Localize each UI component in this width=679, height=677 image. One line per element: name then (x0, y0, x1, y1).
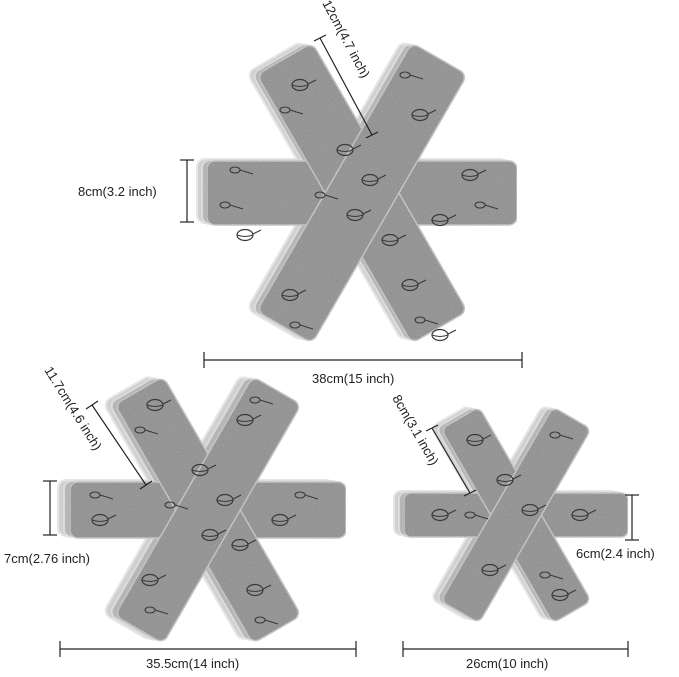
large-pan-protector (196, 42, 518, 342)
large-arm-width-label: 8cm(3.2 inch) (78, 184, 157, 199)
small-diameter-dimension: 26cm(10 inch) (402, 641, 629, 671)
large-diameter-dimension: 38cm(15 inch) (203, 352, 523, 386)
medium-arm-length-label: 11.7cm(4.6 inch) (41, 364, 105, 453)
medium-diameter-dimension: 35.5cm(14 inch) (59, 641, 357, 671)
small-arm-width-label: 6cm(2.4 inch) (576, 546, 655, 561)
large-arm-width-dimension: 8cm(3.2 inch) (78, 159, 194, 223)
small-diameter-label: 26cm(10 inch) (466, 656, 548, 671)
small-arm-width-dimension: 6cm(2.4 inch) (576, 494, 655, 561)
medium-arm-width-dimension: 7cm(2.76 inch) (4, 480, 90, 566)
medium-arm-width-label: 7cm(2.76 inch) (4, 551, 90, 566)
medium-diameter-label: 35.5cm(14 inch) (146, 656, 239, 671)
medium-pan-protector (57, 376, 347, 642)
large-diameter-label: 38cm(15 inch) (312, 371, 394, 386)
small-pan-protector (393, 406, 629, 622)
